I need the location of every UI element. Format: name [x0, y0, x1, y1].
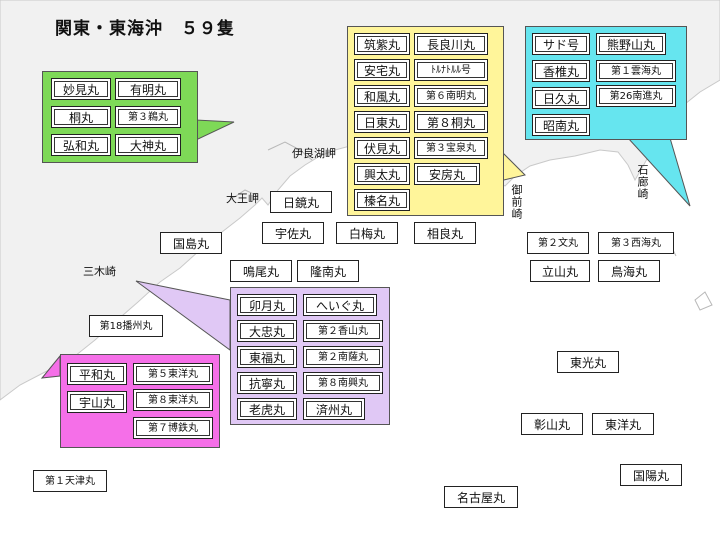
ship-nitto-maru: 日東丸 [354, 111, 410, 133]
ship-dai6-nanmei-maru: 第６南明丸 [414, 85, 488, 107]
ship-hakubai-maru: 白梅丸 [336, 222, 398, 244]
ship-chokai-maru: 鳥海丸 [598, 260, 660, 282]
ship-ariake-maru: 有明丸 [115, 78, 181, 100]
ship-nagaragawa-maru: 長良川丸 [414, 33, 488, 55]
ship-dai2-nansatsu-maru: 第２南薩丸 [303, 346, 383, 368]
ship-toyo-maru: 東洋丸 [592, 413, 654, 435]
ship-ryunan-maru: 隆南丸 [297, 260, 359, 282]
ship-ataka-maru: 安宅丸 [354, 59, 410, 81]
ship-uyama-maru: 宇山丸 [67, 391, 127, 413]
ship-tofuku-maru: 東福丸 [237, 346, 297, 368]
ship-sagara-maru: 相良丸 [414, 222, 476, 244]
ship-dai26-nanshin-maru: 第26南進丸 [596, 85, 676, 107]
ship-toko-maru: 東光丸 [557, 351, 619, 373]
ship-awa-maru: 安房丸 [414, 163, 480, 185]
ship-dai1-unkai-maru: 第１雲海丸 [596, 60, 676, 82]
ship-heigu-maru: へいぐ丸 [303, 294, 377, 316]
purple-ship-group: 卯月丸 へいぐ丸 大忠丸 第２香山丸 東福丸 第２南薩丸 抗寧丸 第８南興丸 老… [230, 287, 390, 425]
ship-fushimi-maru: 伏見丸 [354, 137, 410, 159]
ship-tsukushi-maru: 筑紫丸 [354, 33, 410, 55]
ship-kunishima-maru: 国島丸 [160, 232, 222, 254]
place-mikizaki: 三木崎 [83, 265, 116, 278]
ship-sado-go: サド号 [532, 33, 590, 55]
ship-dai3-hosen-maru: 第３宝泉丸 [414, 137, 488, 159]
ship-dai7-hakutetsu-maru: 第７博鉄丸 [133, 417, 213, 439]
ship-roko-maru: 老虎丸 [237, 398, 297, 420]
ship-taichu-maru: 大忠丸 [237, 320, 297, 342]
ship-haruna-maru: 榛名丸 [354, 189, 410, 211]
ship-kota-maru: 興太丸 [354, 163, 410, 185]
ship-dai1-tenshin-maru: 第１天津丸 [33, 470, 107, 492]
page-title: 関東・東海沖 ５９隻 [55, 19, 235, 39]
ship-kowa-maru: 弘和丸 [51, 134, 111, 156]
ship-oogami-maru: 大神丸 [115, 134, 181, 156]
ship-nikkyu-maru: 日久丸 [532, 87, 590, 109]
ship-dai8-nanko-maru: 第８南興丸 [303, 372, 383, 394]
ship-dai2-kozan-maru: 第２香山丸 [303, 320, 383, 342]
ship-usa-maru: 宇佐丸 [262, 222, 324, 244]
ship-shonan-maru: 昭南丸 [532, 114, 590, 136]
ship-kashii-maru: 香椎丸 [532, 60, 590, 82]
ship-dai8-kiri-maru: 第８桐丸 [414, 111, 488, 133]
ship-kiri-maru: 桐丸 [51, 106, 111, 128]
ship-heiwa-maru: 平和丸 [67, 363, 127, 385]
ship-dai3-u-maru: 第３鵜丸 [115, 106, 181, 128]
ship-dai2-bun-maru: 第２文丸 [527, 232, 589, 254]
ship-dai8-toyo-maru: 第８東洋丸 [133, 389, 213, 411]
ship-kumanoyama-maru: 熊野山丸 [596, 33, 666, 55]
ship-dai3-saikai-maru: 第３西海丸 [598, 232, 674, 254]
ship-naruo-maru: 鳴尾丸 [230, 260, 292, 282]
ship-wafu-maru: 和風丸 [354, 85, 410, 107]
cyan-ship-group: サド号 熊野山丸 香椎丸 第１雲海丸 日久丸 第26南進丸 昭南丸 [525, 26, 687, 140]
ship-uzuki-maru: 卯月丸 [237, 294, 297, 316]
pink-ship-group: 平和丸 第５東洋丸 宇山丸 第８東洋丸 第７博鉄丸 [60, 354, 220, 448]
ship-nikkyo-maru: 日鏡丸 [270, 191, 332, 213]
ship-myoken-maru: 妙見丸 [51, 78, 111, 100]
place-omaezaki: 御前崎 [510, 184, 523, 220]
ship-tateyama-maru: 立山丸 [530, 260, 590, 282]
ship-konei-maru: 抗寧丸 [237, 372, 297, 394]
green-ship-group: 妙見丸 有明丸 桐丸 第３鵜丸 弘和丸 大神丸 [42, 71, 198, 163]
place-daiozaki: 大王岬 [226, 192, 259, 205]
ship-trinidad-go: ﾄﾙﾅﾄﾙﾙ号 [414, 59, 488, 81]
ship-dai18-banshu-maru: 第18播州丸 [89, 315, 163, 337]
place-sekirozaki: 石廊崎 [636, 164, 649, 200]
place-irago: 伊良湖岬 [292, 147, 336, 160]
ship-dai5-toyo-maru: 第５東洋丸 [133, 363, 213, 385]
ship-shozan-maru: 彰山丸 [521, 413, 583, 435]
ship-saishu-maru: 済州丸 [303, 398, 365, 420]
ship-kokuyo-maru: 国陽丸 [620, 464, 682, 486]
yellow-ship-group: 筑紫丸 長良川丸 安宅丸 ﾄﾙﾅﾄﾙﾙ号 和風丸 第６南明丸 日東丸 第８桐丸 … [347, 26, 504, 216]
ship-nagoya-maru: 名古屋丸 [444, 486, 518, 508]
